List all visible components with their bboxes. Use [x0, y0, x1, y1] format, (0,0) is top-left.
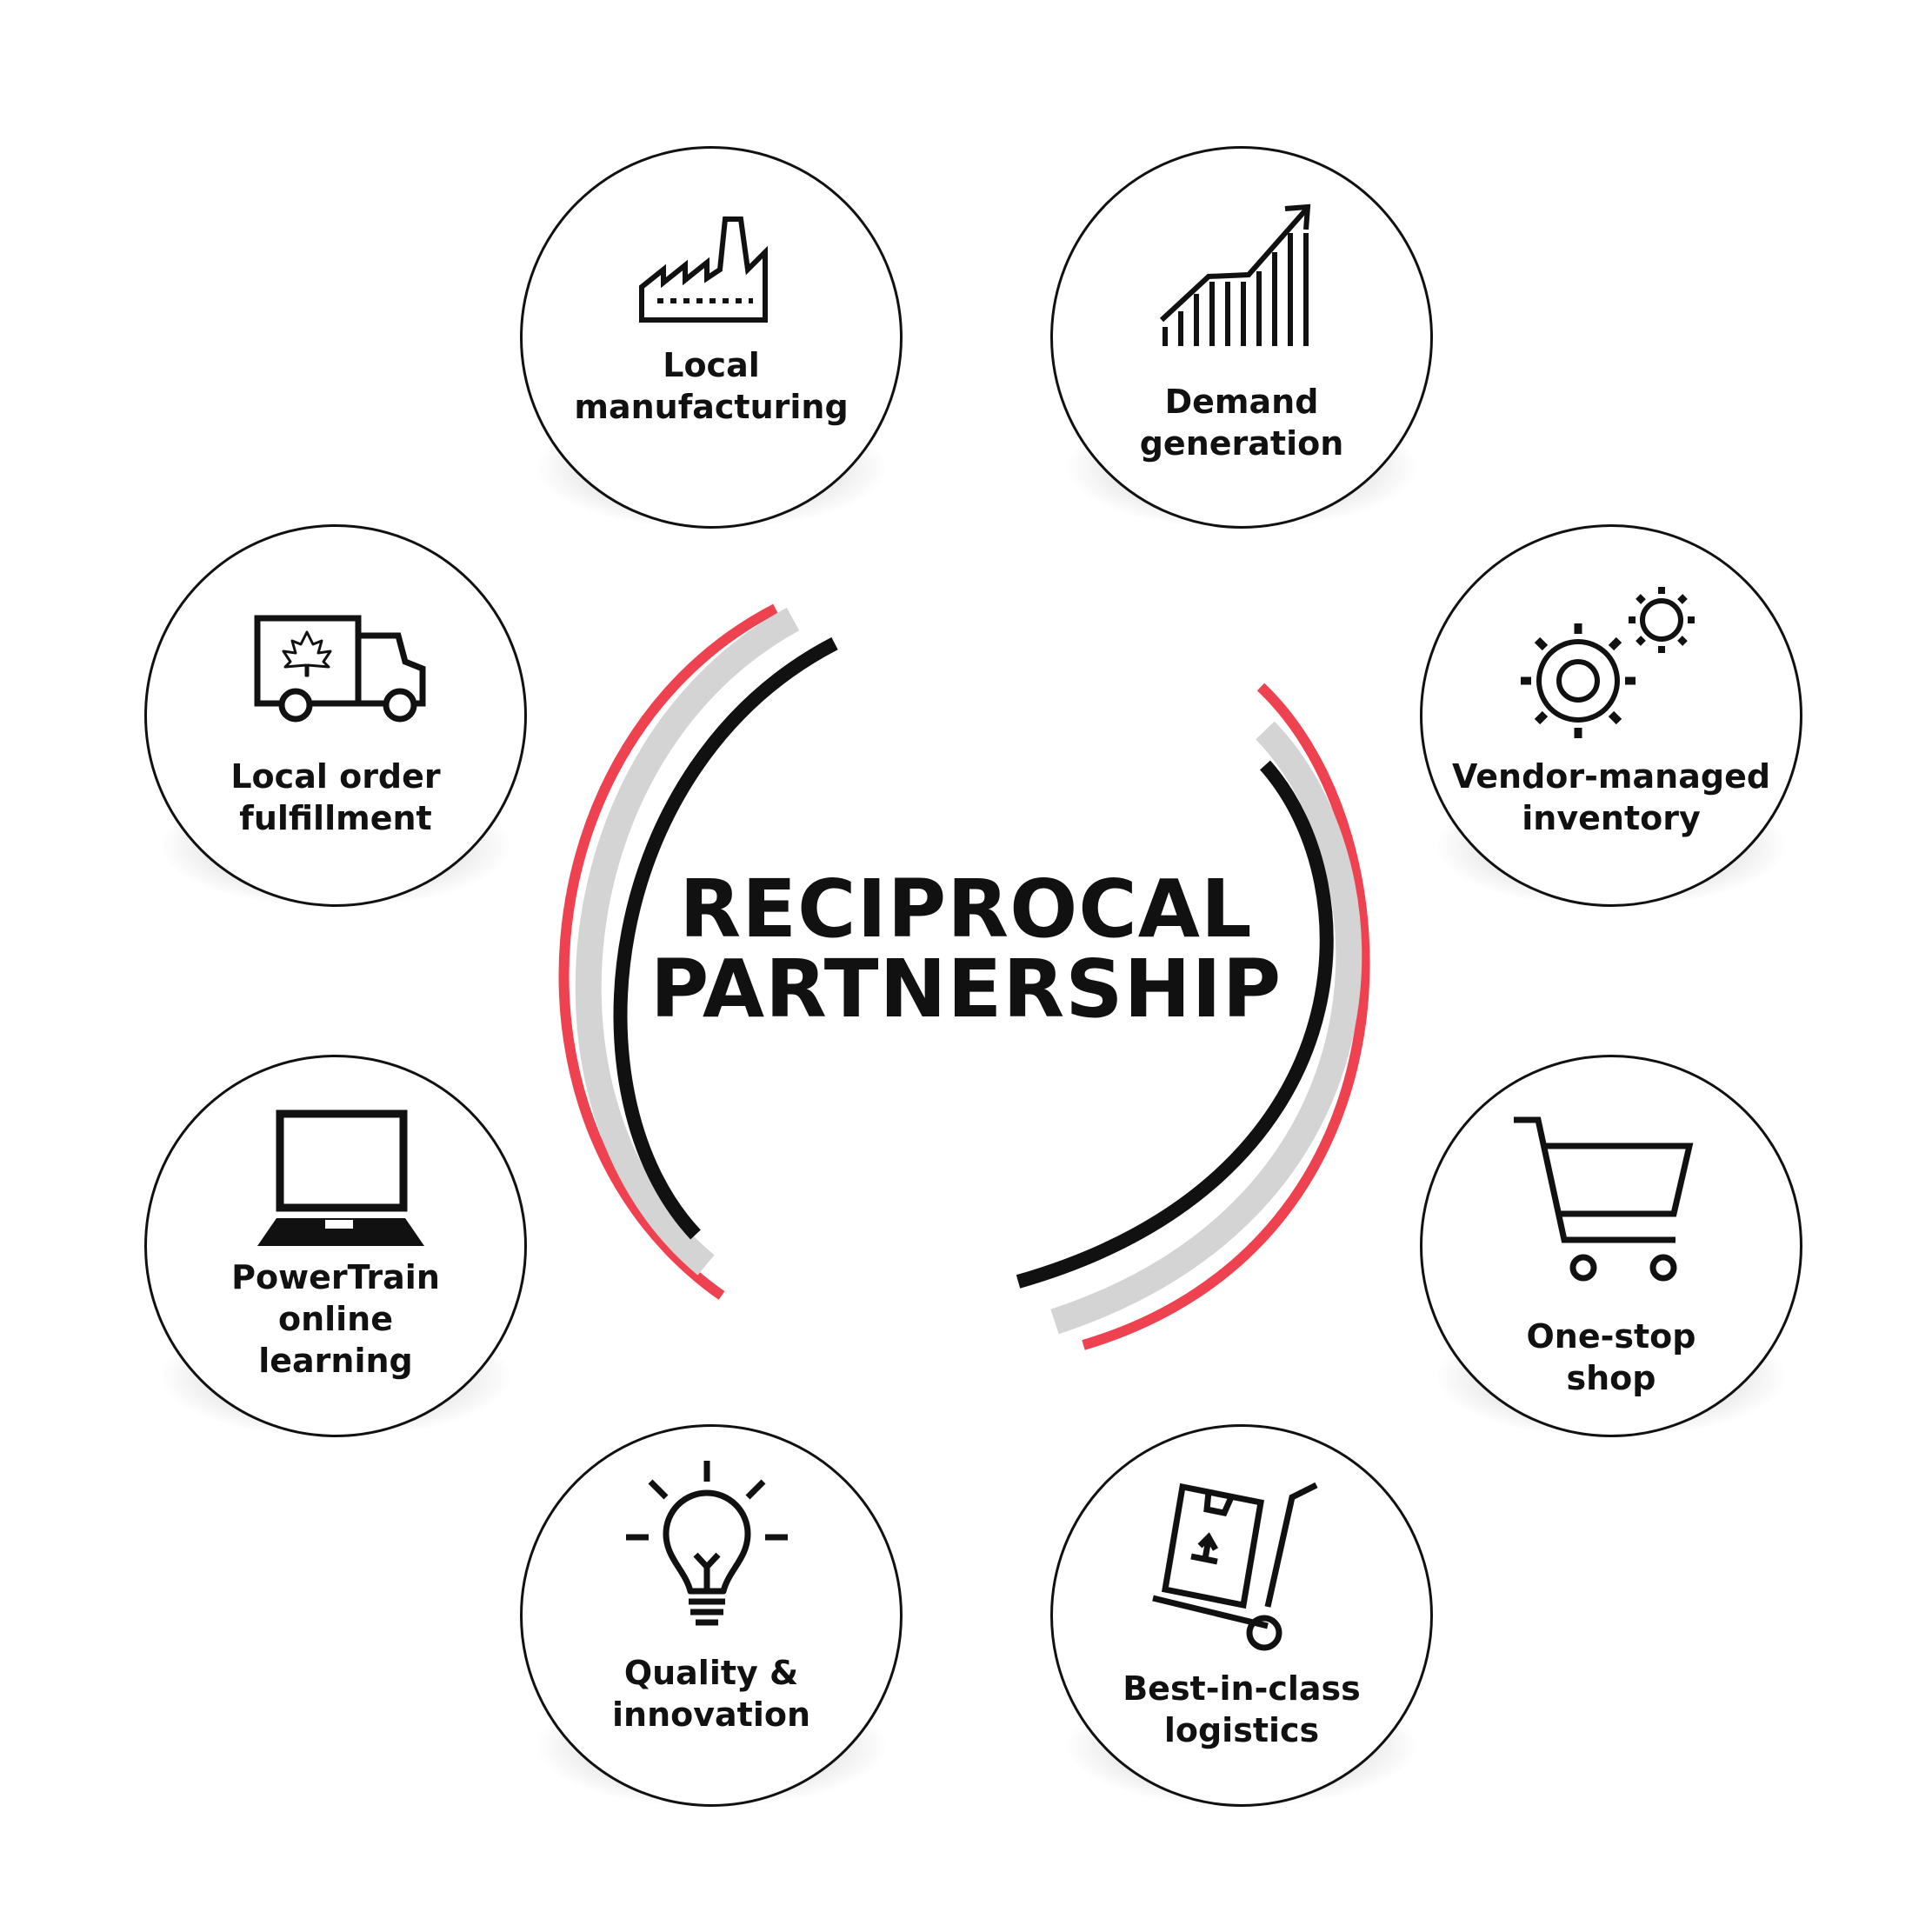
node-label: Local manufacturing: [529, 344, 894, 428]
node-label-line: One-stop: [1526, 1317, 1696, 1356]
left-gray-arc: [575, 607, 800, 1276]
center-title-line-2: PARTNERSHIP: [650, 943, 1282, 1036]
node-label-line: innovation: [612, 1695, 810, 1734]
left-black-arc: [613, 636, 838, 1240]
node-vendor-managed-inventory: Vendor-managed inventory: [1420, 524, 1802, 924]
node-best-in-class-logistics: Best-in-class logistics: [1050, 1424, 1433, 1824]
node-local-manufacturing: Local manufacturing: [520, 146, 903, 546]
node-demand-generation: Demand generation: [1050, 146, 1433, 546]
node-label-line: learning: [258, 1342, 413, 1380]
node-quality-innovation: Quality & innovation: [520, 1424, 903, 1824]
node-label-line: Local: [663, 346, 760, 384]
node-label-line: Quality &: [623, 1654, 799, 1692]
shopping-cart-icon: [1507, 1111, 1707, 1285]
maple-leaf-icon: [282, 630, 332, 677]
node-label-line: fulfillment: [239, 799, 432, 837]
center-title: RECIPROCAL PARTNERSHIP: [618, 869, 1314, 1029]
node-circle: [520, 1424, 903, 1807]
lightbulb-icon: [624, 1459, 789, 1633]
node-label: Best-in-class logistics: [1059, 1668, 1424, 1751]
left-red-arc: [558, 603, 778, 1300]
gears-icon: [1516, 585, 1698, 742]
laptop-icon: [250, 1107, 424, 1255]
node-label: Demand generation: [1059, 381, 1424, 464]
right-gray-arc: [1050, 721, 1362, 1335]
node-label-line: online: [277, 1300, 394, 1338]
node-circle: [1420, 1055, 1802, 1437]
node-label-line: Best-in-class: [1123, 1669, 1361, 1708]
node-label-line: inventory: [1522, 799, 1701, 837]
center-title-line-1: RECIPROCAL: [679, 863, 1253, 956]
node-label-line: shop: [1566, 1359, 1656, 1397]
node-label-line: logistics: [1163, 1711, 1320, 1749]
node-label: One-stop shop: [1429, 1316, 1794, 1399]
node-circle: [1050, 1424, 1433, 1807]
node-local-order-fulfillment: Local order fulfillment: [144, 524, 527, 924]
node-circle: [144, 524, 527, 907]
node-label-line: generation: [1139, 424, 1344, 463]
node-label-line: Demand: [1164, 383, 1319, 421]
hand-truck-icon: [1146, 1476, 1320, 1651]
node-circle: [520, 146, 903, 529]
right-black-arc: [1016, 760, 1334, 1289]
node-one-stop-shop: One-stop shop: [1420, 1055, 1802, 1455]
node-label: PowerTrain online learning: [153, 1256, 518, 1382]
node-label-line: PowerTrain: [231, 1258, 440, 1296]
node-label-line: Local order: [230, 757, 441, 796]
right-red-arc: [1082, 683, 1370, 1350]
factory-icon: [633, 183, 781, 330]
node-powertrain-online-learning: PowerTrain online learning: [144, 1055, 527, 1455]
node-label: Local order fulfillment: [153, 756, 518, 839]
growth-chart-icon: [1155, 198, 1320, 355]
delivery-truck-icon: [250, 611, 426, 724]
node-label-line: manufacturing: [574, 388, 849, 426]
node-label: Vendor-managed inventory: [1429, 756, 1794, 839]
node-circle: [144, 1055, 527, 1437]
node-label-line: Vendor-managed: [1451, 757, 1771, 796]
node-label: Quality & innovation: [529, 1652, 894, 1735]
